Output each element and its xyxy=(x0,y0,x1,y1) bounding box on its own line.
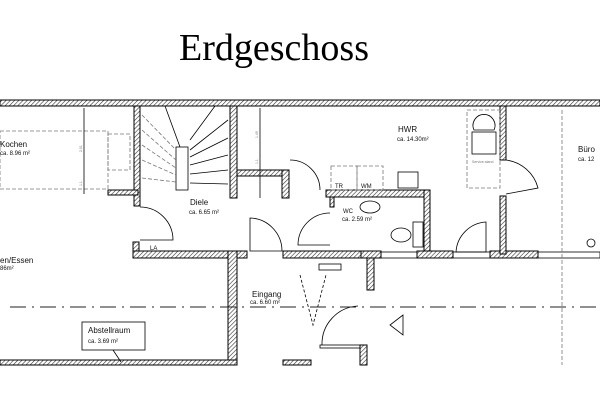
dimension-label: 2.01 xyxy=(79,145,83,152)
room-buero-name: Büro xyxy=(578,145,595,154)
window xyxy=(319,344,361,349)
dimension-label: 1.1 xyxy=(79,181,83,186)
doors xyxy=(139,159,539,346)
wall-segment-3 xyxy=(489,250,539,259)
kitchen-counter xyxy=(0,130,109,190)
wall-bottom-stub xyxy=(359,344,368,366)
abstellraum-label-box xyxy=(81,321,146,351)
service-label: Service-stand xyxy=(472,160,493,164)
wall-la xyxy=(132,250,248,259)
room-wc-name: WC xyxy=(343,209,354,215)
wc-cistern xyxy=(412,221,424,248)
plan-title: Erdgeschoss xyxy=(179,27,369,69)
wc-toilet xyxy=(390,227,412,243)
window xyxy=(380,251,418,259)
room-diele-name: Diele xyxy=(190,198,209,207)
dimension-label: 1.1 xyxy=(255,159,259,164)
window xyxy=(537,251,600,259)
wall-eingang-top xyxy=(282,250,362,259)
wall-diele-top xyxy=(236,169,290,177)
fixture-wm-label: WM xyxy=(361,184,372,190)
fixture-la-label: LA xyxy=(150,246,157,252)
door-hwr xyxy=(289,159,321,191)
wall-wc-right xyxy=(423,189,431,254)
wall-eingang-vertical xyxy=(366,257,375,291)
room-abstellraum-name: Abstellraum xyxy=(88,326,131,335)
kitchen-sink xyxy=(107,133,131,171)
windows xyxy=(319,251,600,349)
door-hwr-outside xyxy=(455,221,487,253)
fixture-tr-label: TR xyxy=(335,184,344,190)
wall-segment xyxy=(360,250,382,259)
door-swing xyxy=(299,274,327,327)
wall-stair-left xyxy=(133,105,141,207)
wall-stair-right xyxy=(229,105,238,199)
room-wohnen-name: en/Essen xyxy=(0,256,33,265)
room-buero-area: ca. 12 xyxy=(578,157,595,163)
wall-diele-stub xyxy=(281,169,290,199)
wall-kitchen-counter xyxy=(107,189,139,196)
room-abstellraum-area: ca. 3.69 m² xyxy=(88,339,118,345)
wall-top xyxy=(0,99,600,107)
door-entrance xyxy=(321,305,359,346)
meter-box xyxy=(318,263,342,271)
wall-segment-2 xyxy=(416,250,454,259)
room-wohnen-area: 86m² xyxy=(0,266,14,272)
dimension-label: 1.49 xyxy=(255,131,259,138)
door-wc xyxy=(297,212,331,246)
room-eingang-area: ca. 6.60 m² xyxy=(250,300,280,306)
door-diele-wohnen xyxy=(139,206,174,241)
boiler xyxy=(471,131,497,155)
door-buero xyxy=(505,159,539,195)
utility-sink xyxy=(397,171,419,189)
staircase xyxy=(141,105,229,191)
wc-washbasin xyxy=(359,200,381,214)
door-eingang xyxy=(249,217,283,252)
wall-wc-left xyxy=(329,196,335,208)
entrance-arrow-icon xyxy=(389,314,404,336)
room-wc-area: ca. 2.59 m² xyxy=(342,217,372,223)
walls xyxy=(0,99,600,366)
wall-bottom-left xyxy=(0,359,238,366)
window xyxy=(452,251,491,259)
stair-core xyxy=(175,146,189,191)
wall-buero-left-top xyxy=(499,105,507,161)
room-hwr-name: HWR xyxy=(398,125,417,134)
wall-buero-left-bottom xyxy=(499,195,507,255)
fixture-circle xyxy=(586,238,596,248)
room-eingang-name: Eingang xyxy=(252,290,281,299)
boiler-area xyxy=(466,109,501,189)
boiler-tank xyxy=(472,114,496,131)
wall-wc-top xyxy=(325,189,431,198)
room-kochen-name: Kochen xyxy=(0,140,27,149)
washer-wm xyxy=(356,165,384,191)
room-hwr-area: ca. 14.30m² xyxy=(397,137,429,143)
room-kochen-area: ca. 8.96 m² xyxy=(0,151,30,157)
room-diele-area: ca. 6.65 m² xyxy=(189,210,219,216)
wall-bottom-mid xyxy=(282,359,312,366)
